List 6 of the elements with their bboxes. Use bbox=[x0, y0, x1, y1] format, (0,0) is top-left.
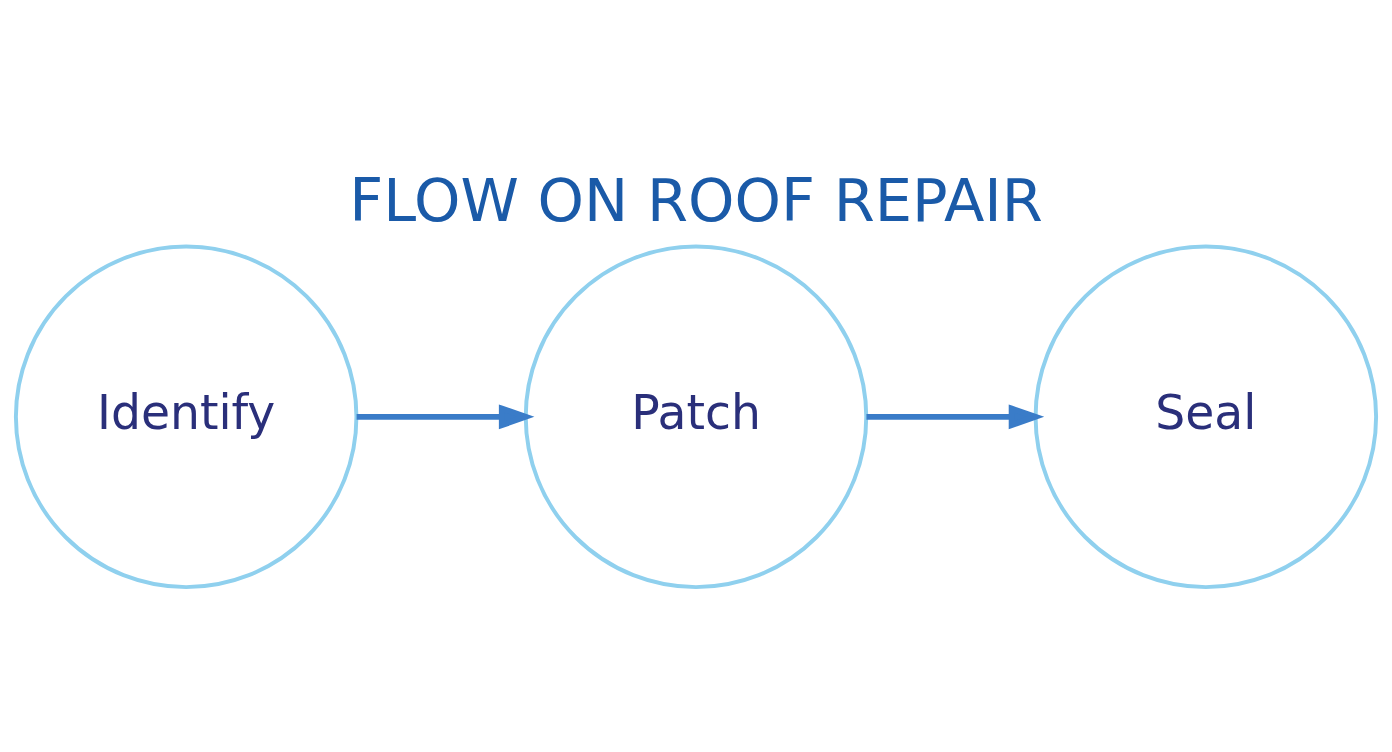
node-circle: Identify bbox=[13, 244, 359, 589]
node-circle: Seal bbox=[1033, 244, 1379, 589]
arrow bbox=[866, 403, 1045, 429]
node-circle: Patch bbox=[523, 244, 869, 589]
arrow bbox=[356, 403, 535, 429]
diagram-title: FLOW ON ROOF REPAIR bbox=[349, 165, 1043, 235]
